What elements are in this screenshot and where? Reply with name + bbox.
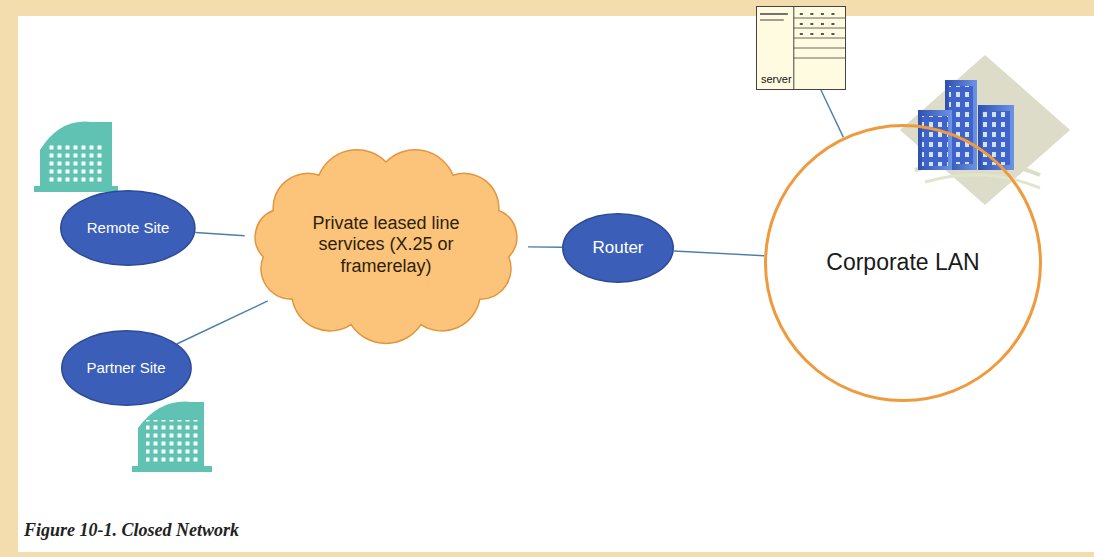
site-ellipse — [61, 331, 190, 405]
node-label: Private leased line services (X.25 or fr… — [306, 213, 466, 278]
node-label: server — [761, 73, 792, 86]
connector-line — [177, 301, 268, 344]
lan-circle — [766, 126, 1041, 401]
lan-circle: Corporate LAN — [764, 124, 1042, 402]
text-holder: Partner Site — [61, 330, 192, 406]
site-ellipse: Partner Site — [61, 330, 192, 406]
router-ellipse: Router — [562, 213, 674, 283]
server-icon — [757, 6, 847, 90]
site-ellipse — [61, 191, 195, 265]
building-icon — [132, 402, 212, 472]
server-box: server — [756, 6, 846, 90]
white-panel — [18, 16, 1094, 552]
connector-line — [674, 251, 764, 256]
router-ellipse — [563, 214, 674, 283]
site-ellipse: Remote Site — [60, 190, 196, 266]
node-label: Corporate LAN — [826, 249, 979, 277]
text-holder: Router — [562, 213, 674, 283]
network-cloud — [255, 150, 517, 344]
network-cloud: Private leased line services (X.25 or fr… — [238, 138, 534, 352]
figure-caption: Figure 10-1. Closed Network — [24, 520, 239, 541]
text-holder: server — [756, 6, 846, 90]
node-label: Partner Site — [86, 359, 165, 377]
corporate-buildings-icon — [900, 55, 1070, 205]
text-holder: Private leased line services (X.25 or fr… — [238, 138, 534, 352]
text-holder: Remote Site — [60, 190, 196, 266]
node-label: Router — [592, 238, 643, 258]
node-label: Remote Site — [87, 219, 170, 237]
text-holder: Corporate LAN — [764, 124, 1042, 402]
connector-line — [821, 90, 843, 137]
connector-line — [195, 232, 244, 235]
building-icon — [34, 122, 118, 192]
connector-line — [528, 246, 562, 248]
